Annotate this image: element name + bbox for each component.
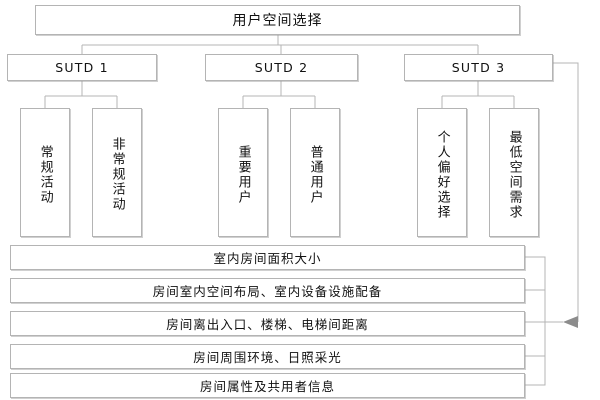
attribute-row-label: 房间室内空间布局、室内设备设施配备 xyxy=(152,284,383,299)
attribute-row-distance-to-access[interactable]: 房间离出入口、楼梯、电梯间距离 xyxy=(10,311,525,336)
wire-feedback-spine xyxy=(553,62,579,322)
attribute-row-label: 房间周围环境、日照采光 xyxy=(193,350,342,365)
leaf-node-regular-activity[interactable]: 常规活动 xyxy=(20,108,70,237)
leaf-node-label: 个人偏好选择 xyxy=(434,129,450,220)
branch-node-label: SUTD 2 xyxy=(254,60,309,75)
branch-node-sutd-2[interactable]: SUTD 2 xyxy=(205,54,358,81)
attribute-row-label: 房间属性及共用者信息 xyxy=(199,379,335,394)
root-node-user-space-selection[interactable]: 用户空间选择 xyxy=(35,5,520,35)
branch-node-label: SUTD 1 xyxy=(55,60,109,75)
leaf-node-personal-preference[interactable]: 个人偏好选择 xyxy=(417,108,467,237)
leaf-node-ordinary-user[interactable]: 普通用户 xyxy=(290,108,340,237)
attribute-row-label: 室内房间面积大小 xyxy=(213,251,322,266)
attribute-row-label: 房间离出入口、楼梯、电梯间距离 xyxy=(166,317,369,332)
leaf-node-important-user[interactable]: 重要用户 xyxy=(218,108,268,237)
leaf-node-irregular-activity[interactable]: 非常规活动 xyxy=(92,108,142,237)
attribute-row-layout-equipment[interactable]: 房间室内空间布局、室内设备设施配备 xyxy=(10,278,525,303)
leaf-node-label: 最低空间需求 xyxy=(506,129,522,220)
feedback-arrowhead xyxy=(563,316,578,328)
attribute-row-room-attributes-sharers[interactable]: 房间属性及共用者信息 xyxy=(10,373,525,398)
leaf-node-label: 重要用户 xyxy=(235,144,251,205)
root-node-label: 用户空间选择 xyxy=(232,13,323,29)
branch-node-sutd-3[interactable]: SUTD 3 xyxy=(404,54,553,81)
leaf-node-label: 普通用户 xyxy=(307,144,323,205)
attribute-row-room-area[interactable]: 室内房间面积大小 xyxy=(10,245,525,270)
attribute-row-environment-daylight[interactable]: 房间周围环境、日照采光 xyxy=(10,344,525,369)
branch-node-label: SUTD 3 xyxy=(451,60,506,75)
leaf-node-label: 非常规活动 xyxy=(109,137,125,212)
leaf-node-minimum-space-need[interactable]: 最低空间需求 xyxy=(489,108,539,237)
branch-node-sutd-1[interactable]: SUTD 1 xyxy=(7,54,157,81)
leaf-node-label: 常规活动 xyxy=(37,144,53,205)
wire-rows-collector xyxy=(525,256,546,386)
